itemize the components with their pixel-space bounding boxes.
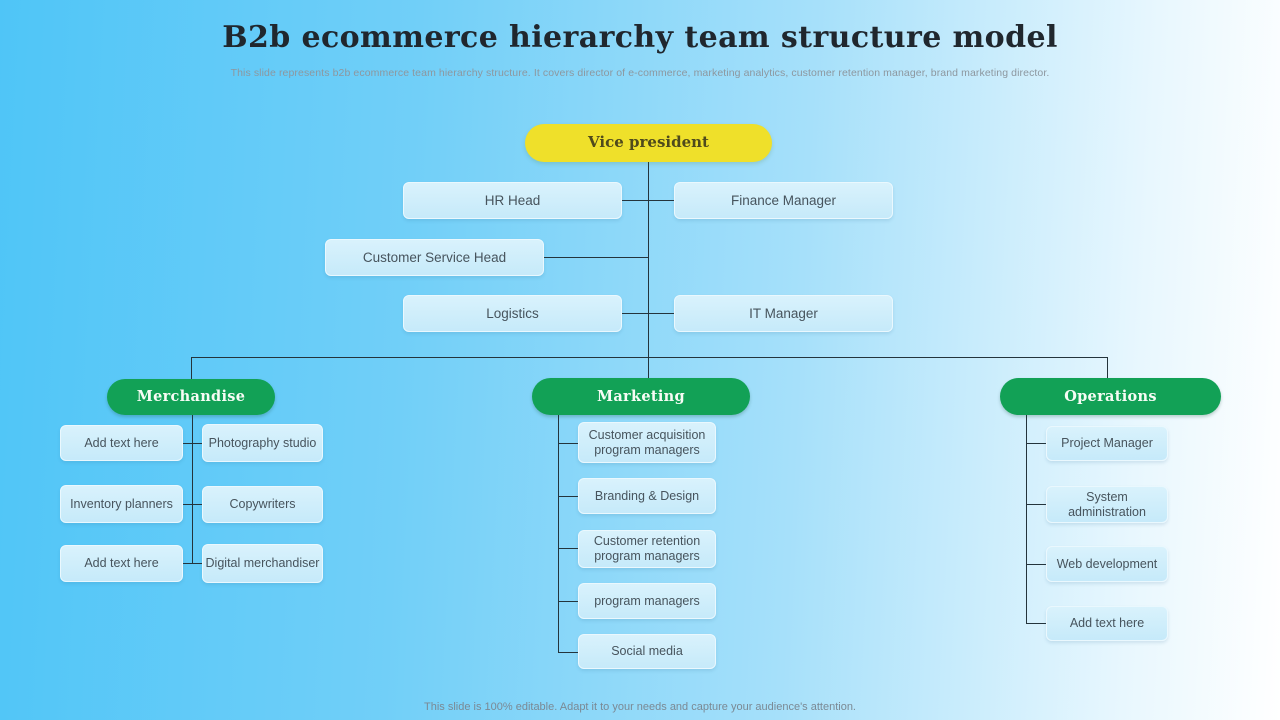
org-node-merch-left-1[interactable]: Add text here <box>60 425 183 461</box>
connector-stub <box>1026 623 1046 624</box>
org-node-it-manager[interactable]: IT Manager <box>674 295 893 332</box>
org-node-inventory-planners[interactable]: Inventory planners <box>60 485 183 523</box>
connector-marketing-spine <box>558 413 559 652</box>
org-node-web-development[interactable]: Web development <box>1046 546 1168 582</box>
connector-stub <box>1026 443 1046 444</box>
org-node-customer-service-head[interactable]: Customer Service Head <box>325 239 544 276</box>
connector-stub <box>1026 564 1046 565</box>
connector-customer-service <box>543 257 648 258</box>
connector-stub <box>558 652 578 653</box>
org-node-finance-manager[interactable]: Finance Manager <box>674 182 893 219</box>
slide-footer-note: This slide is 100% editable. Adapt it to… <box>424 701 856 713</box>
connector-stub <box>558 601 578 602</box>
org-node-copywriters[interactable]: Copywriters <box>202 486 323 523</box>
slide-subtitle: This slide represents b2b ecommerce team… <box>230 67 1050 79</box>
org-node-operations[interactable]: Operations <box>1000 378 1221 415</box>
org-node-customer-acquisition[interactable]: Customer acquisition program managers <box>578 422 716 463</box>
connector-drop-operations <box>1107 357 1108 378</box>
connector-hr-finance <box>622 200 674 201</box>
org-node-system-administration[interactable]: System administration <box>1046 486 1168 523</box>
org-node-project-manager[interactable]: Project Manager <box>1046 426 1168 461</box>
connector-stub <box>1026 504 1046 505</box>
page-title: B2b ecommerce hierarchy team structure m… <box>222 20 1058 55</box>
connector-merchandise-spine <box>192 415 193 563</box>
connector-stub <box>182 504 203 505</box>
org-node-vice-president[interactable]: Vice president <box>525 124 772 162</box>
connector-stub <box>558 496 578 497</box>
org-node-program-managers[interactable]: program managers <box>578 583 716 619</box>
connector-distribution <box>191 357 1108 358</box>
org-node-customer-retention[interactable]: Customer retention program managers <box>578 530 716 568</box>
connector-root-spine <box>648 162 649 378</box>
connector-stub <box>182 563 203 564</box>
org-node-social-media[interactable]: Social media <box>578 634 716 669</box>
connector-stub <box>182 443 203 444</box>
org-node-merchandise[interactable]: Merchandise <box>107 379 275 415</box>
org-node-marketing[interactable]: Marketing <box>532 378 750 415</box>
connector-stub <box>558 548 578 549</box>
org-node-logistics[interactable]: Logistics <box>403 295 622 332</box>
connector-stub <box>558 443 578 444</box>
org-node-photography-studio[interactable]: Photography studio <box>202 424 323 462</box>
org-node-ops-add-text[interactable]: Add text here <box>1046 606 1168 641</box>
connector-operations-spine <box>1026 415 1027 624</box>
org-node-hr-head[interactable]: HR Head <box>403 182 622 219</box>
connector-logistics-it <box>622 313 674 314</box>
connector-drop-merchandise <box>191 357 192 379</box>
org-node-merch-left-3[interactable]: Add text here <box>60 545 183 582</box>
org-node-digital-merchandiser[interactable]: Digital merchandiser <box>202 544 323 583</box>
org-node-branding-design[interactable]: Branding & Design <box>578 478 716 514</box>
